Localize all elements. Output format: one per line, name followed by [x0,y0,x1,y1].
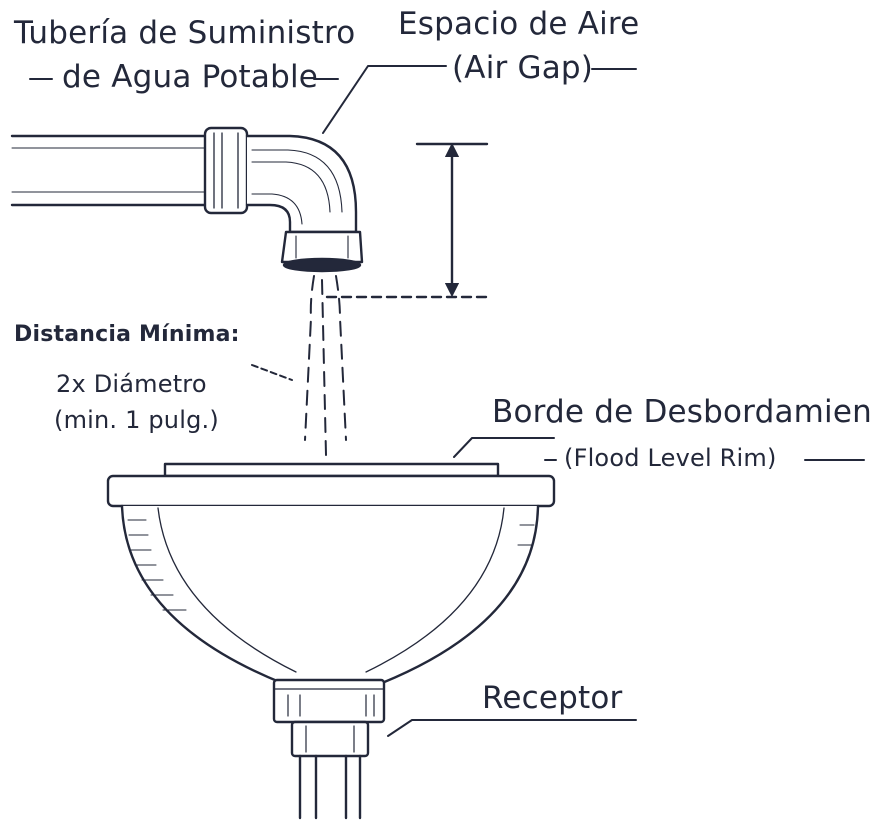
pipe-coupling [203,126,249,215]
leader-lines [29,65,865,737]
outlet-nozzle [280,230,364,273]
receptor-label: Receptor [482,680,623,716]
flood-rim-subtitle: (Flood Level Rim) [564,444,777,472]
supply-pipe [10,134,208,207]
supply-pipe-label-line2: de Agua Potable [62,59,319,95]
air-gap-subtitle: (Air Gap) [452,50,594,86]
drain-pipe [272,678,386,820]
min-distance-title: Distancia Mínima: [14,322,240,347]
min-distance-value: 2x Diámetro [56,370,207,398]
flood-rim-title: Borde de Desbordamiento [492,394,871,430]
water-stream [304,275,347,456]
air-gap-title: Espacio de Aire [398,6,640,42]
air-gap-dimension [325,142,492,299]
pipe-elbow [245,134,358,234]
receptor-basin [106,462,556,685]
min-distance-note: (min. 1 pulg.) [54,406,219,434]
supply-pipe-label-line1: Tubería de Suministro [14,15,356,51]
